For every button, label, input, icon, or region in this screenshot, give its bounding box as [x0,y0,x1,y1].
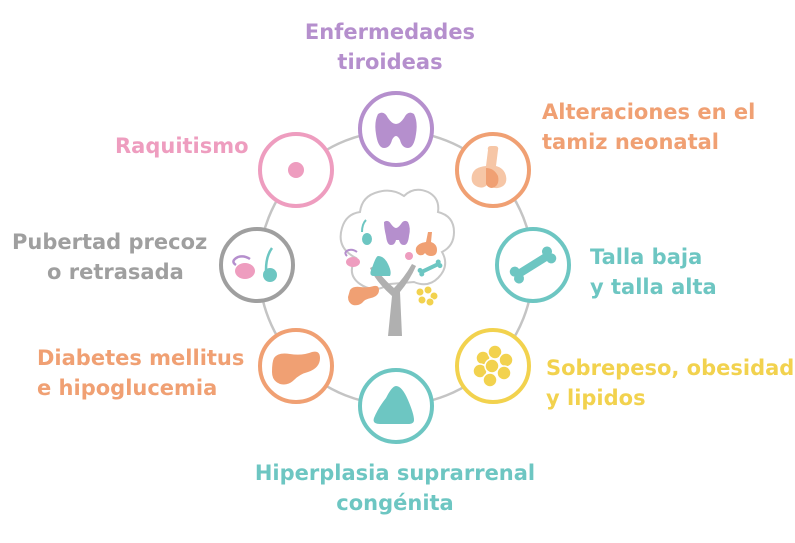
label-thyroid-line2: tiroideas [337,50,443,74]
fat-cells-icon [472,344,514,388]
bone-icon [509,246,557,284]
label-obesity: Sobrepeso, obesidad y lipidos [546,353,794,413]
pancreas-icon [272,351,320,385]
label-height-line1: Talla baja [590,245,703,269]
label-puberty-line1: Pubertad precoz [12,230,208,254]
node-obesity [455,328,531,404]
node-rickets [258,132,334,208]
label-adrenal-line1: Hiperplasia suprarrenal [254,461,536,485]
label-puberty: Pubertad precoz o retrasada [12,227,207,287]
label-diabetes: Diabetes mellitus e hipoglucemia [37,343,244,403]
reproductive-organs-icon [232,247,277,282]
node-puberty [219,227,295,303]
label-rickets-line1: Raquitismo [115,134,249,158]
label-puberty-line2: o retrasada [47,260,184,284]
tree-icon [339,188,456,336]
label-diabetes-line1: Diabetes mellitus [37,346,245,370]
pituitary-icon [471,146,507,189]
node-thyroid [358,91,434,167]
node-neonatal [455,132,531,208]
label-obesity-line2: y lipidos [546,386,646,410]
label-obesity-line1: Sobrepeso, obesidad [546,356,795,380]
label-height: Talla baja y talla alta [590,242,717,302]
adrenal-gland-icon [373,386,414,424]
label-thyroid: Enfermedades tiroideas [290,17,490,77]
label-diabetes-line2: e hipoglucemia [37,376,218,400]
cell-icon [288,162,304,178]
label-height-line2: y talla alta [590,275,717,299]
label-rickets: Raquitismo [115,131,249,161]
label-adrenal: Hiperplasia suprarrenal congénita [245,458,545,518]
node-height [495,227,571,303]
node-adrenal [358,368,434,444]
label-adrenal-line2: congénita [336,491,454,515]
label-neonatal: Alteraciones en el tamiz neonatal [542,97,755,157]
thyroid-icon [375,112,417,148]
node-diabetes [258,328,334,404]
label-thyroid-line1: Enfermedades [304,20,476,44]
label-neonatal-line1: Alteraciones en el [542,100,756,124]
label-neonatal-line2: tamiz neonatal [542,130,719,154]
